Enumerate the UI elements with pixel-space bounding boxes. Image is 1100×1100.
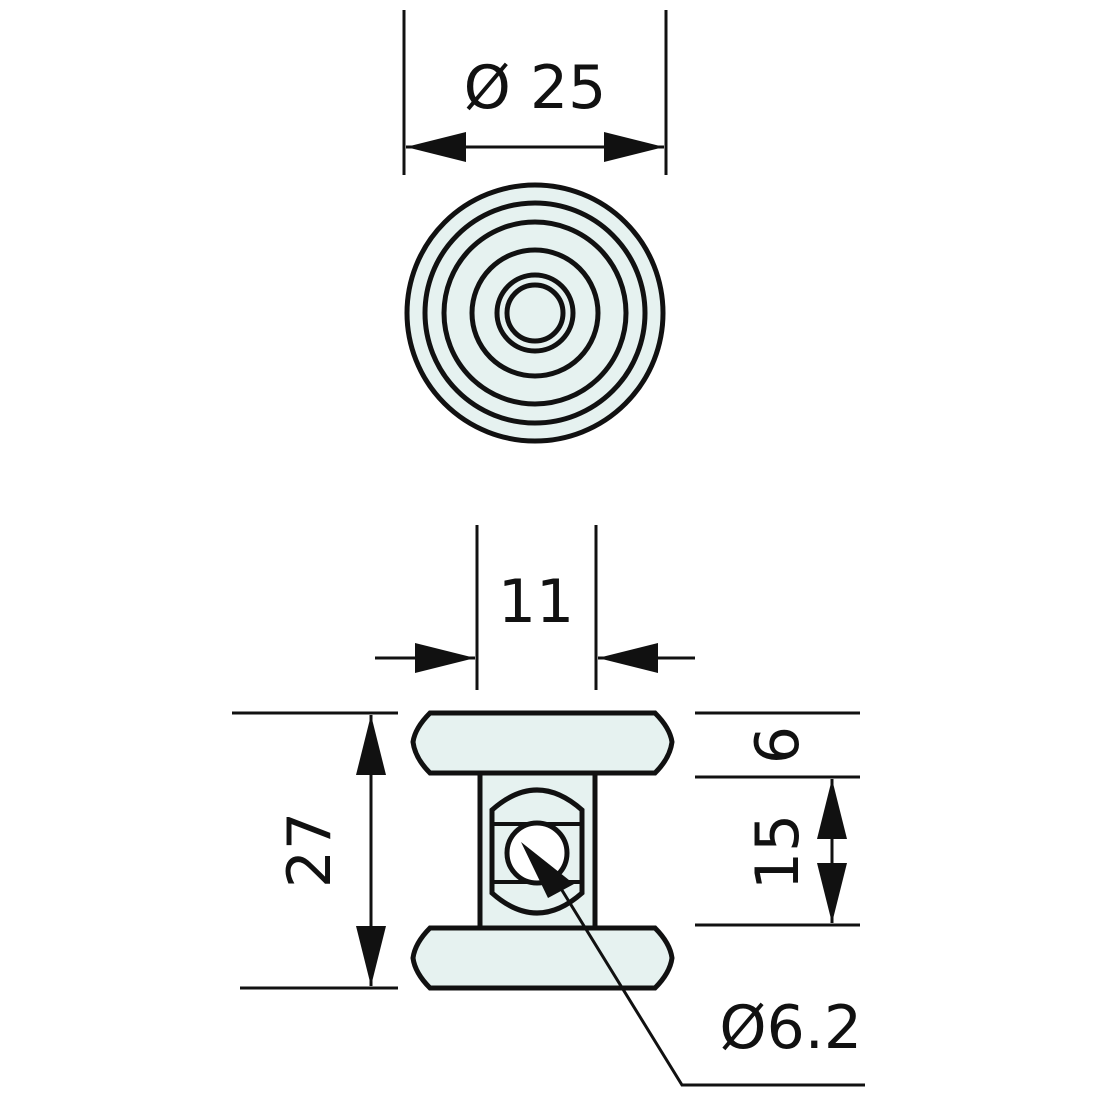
top-view — [402, 10, 668, 444]
side-view — [232, 525, 865, 1087]
ring-5 — [494, 272, 576, 354]
bottom-flange — [410, 925, 675, 991]
ring-4 — [469, 247, 601, 379]
hole-leader-line — [558, 886, 865, 1087]
flange-label: 6 — [743, 726, 813, 764]
hole-diameter-label: Ø6.2 — [719, 993, 862, 1063]
width-label: 11 — [498, 567, 574, 637]
inner-label: 15 — [743, 814, 813, 890]
bore-circle — [504, 282, 566, 344]
height-label: 27 — [275, 812, 345, 888]
diameter-label: Ø 25 — [464, 53, 607, 123]
ring-3 — [441, 219, 629, 407]
ring-2 — [422, 200, 648, 426]
top-flange — [410, 710, 675, 776]
hole-leader-arrow — [521, 842, 574, 898]
